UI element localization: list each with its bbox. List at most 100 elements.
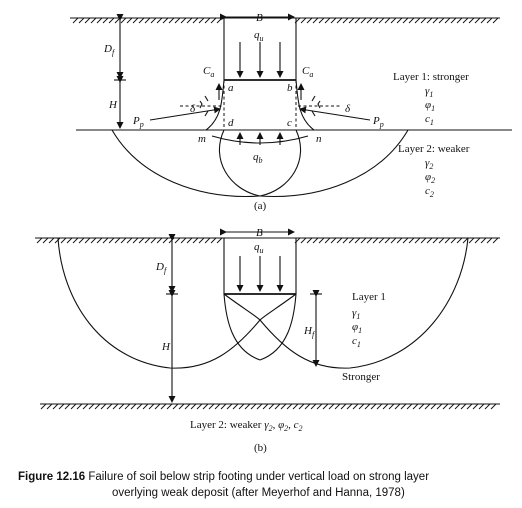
- hatch-mark: [316, 403, 323, 410]
- hatch-mark: [406, 403, 413, 410]
- hatch-mark: [384, 17, 391, 24]
- hatch-mark: [420, 237, 427, 244]
- hatch-mark: [148, 403, 155, 410]
- thickness-label-b: H: [161, 341, 171, 353]
- caption-line-1: Figure 12.16 Failure of soil below strip…: [18, 471, 429, 483]
- hatch-mark: [372, 237, 379, 244]
- hatch-mark: [70, 403, 77, 410]
- hatch-mark: [186, 17, 193, 24]
- hatch-mark: [244, 403, 251, 410]
- failure-depth-label-b: Hf: [303, 325, 316, 339]
- hatch-mark: [174, 237, 181, 244]
- hatch-mark: [318, 237, 325, 244]
- hatch-mark: [94, 403, 101, 410]
- layer1-gamma-b: γ1: [352, 307, 360, 321]
- hatch-mark: [400, 403, 407, 410]
- hatch-mark: [204, 17, 211, 24]
- hatch-mark: [178, 403, 185, 410]
- hatch-mark: [472, 403, 479, 410]
- layer1-phi-a: φ1: [425, 99, 435, 113]
- hatch-mark: [384, 237, 391, 244]
- point-a-label: a: [228, 82, 234, 94]
- hatch-mark: [36, 237, 43, 244]
- hatch-mark: [408, 17, 415, 24]
- failure-curve-right-b: [259, 293, 297, 321]
- layer-boundary-hatch-b: [40, 403, 497, 410]
- hatch-mark: [318, 17, 325, 24]
- hatch-mark: [132, 237, 139, 244]
- hatch-mark: [438, 237, 445, 244]
- hatch-mark: [156, 237, 163, 244]
- hatch-mark: [124, 403, 131, 410]
- hatch-mark: [216, 237, 223, 244]
- hatch-mark: [46, 403, 53, 410]
- hatch-mark: [130, 403, 137, 410]
- hatch-mark: [444, 237, 451, 244]
- hatch-mark: [376, 403, 383, 410]
- hatch-mark: [108, 17, 115, 24]
- hatch-mark: [484, 403, 491, 410]
- layer1-title-b: Layer 1: [352, 291, 386, 303]
- hatch-mark: [466, 403, 473, 410]
- hatch-mark: [492, 237, 499, 244]
- hatch-mark: [322, 403, 329, 410]
- wedge-curve-left-b: [223, 293, 261, 361]
- point-b-label: b: [287, 82, 293, 94]
- hatch-mark: [432, 237, 439, 244]
- stronger-label-b: Stronger: [342, 371, 380, 383]
- hatch-mark: [90, 237, 97, 244]
- hatch-mark: [138, 17, 145, 24]
- point-c-label: c: [287, 117, 292, 129]
- failure-curve-left-b: [223, 293, 261, 321]
- angle-marker-left-a-2: [204, 110, 209, 117]
- hatch-mark: [226, 403, 233, 410]
- hatch-mark: [162, 237, 169, 244]
- hatch-mark: [372, 17, 379, 24]
- hatch-mark: [382, 403, 389, 410]
- hatch-mark: [370, 403, 377, 410]
- hatch-mark: [312, 17, 319, 24]
- hatch-mark: [102, 17, 109, 24]
- hatch-mark: [414, 237, 421, 244]
- hatch-mark: [112, 403, 119, 410]
- hatch-mark: [132, 17, 139, 24]
- hatch-mark: [40, 403, 47, 410]
- hatch-mark: [150, 17, 157, 24]
- hatch-mark: [480, 17, 487, 24]
- hatch-mark: [144, 17, 151, 24]
- base-pressure-label-a: qb: [253, 151, 263, 165]
- panel-label-a: (a): [254, 200, 267, 212]
- hatch-mark: [306, 17, 313, 24]
- thickness-label-a: H: [108, 99, 118, 111]
- hatch-mark: [462, 237, 469, 244]
- hatch-mark: [192, 17, 199, 24]
- ground-hatch-b-right: [294, 237, 499, 244]
- hatch-mark: [300, 237, 307, 244]
- hatch-mark: [96, 237, 103, 244]
- hatch-mark: [216, 17, 223, 24]
- hatch-mark: [220, 403, 227, 410]
- hatch-mark: [66, 237, 73, 244]
- layer1-c-a: c1: [425, 113, 434, 127]
- width-label-b: B: [256, 227, 263, 239]
- hatch-mark: [42, 237, 49, 244]
- hatch-mark: [354, 237, 361, 244]
- angle-marker-left-a-1: [204, 95, 209, 102]
- hatch-mark: [480, 237, 487, 244]
- hatch-mark: [72, 17, 79, 24]
- hatch-mark: [456, 237, 463, 244]
- hatch-mark: [88, 403, 95, 410]
- hatch-mark: [414, 17, 421, 24]
- hatch-mark: [492, 17, 499, 24]
- hatch-mark: [102, 237, 109, 244]
- hatch-mark: [346, 403, 353, 410]
- hatch-mark: [286, 403, 293, 410]
- hatch-mark: [198, 237, 205, 244]
- failure-surface-outer-left-b: [57, 237, 261, 369]
- hatch-mark: [60, 237, 67, 244]
- hatch-mark: [468, 17, 475, 24]
- hatch-mark: [486, 237, 493, 244]
- wedge-curve-a: [211, 135, 309, 144]
- layer2-phi-a: φ2: [425, 171, 435, 185]
- hatch-mark: [430, 403, 437, 410]
